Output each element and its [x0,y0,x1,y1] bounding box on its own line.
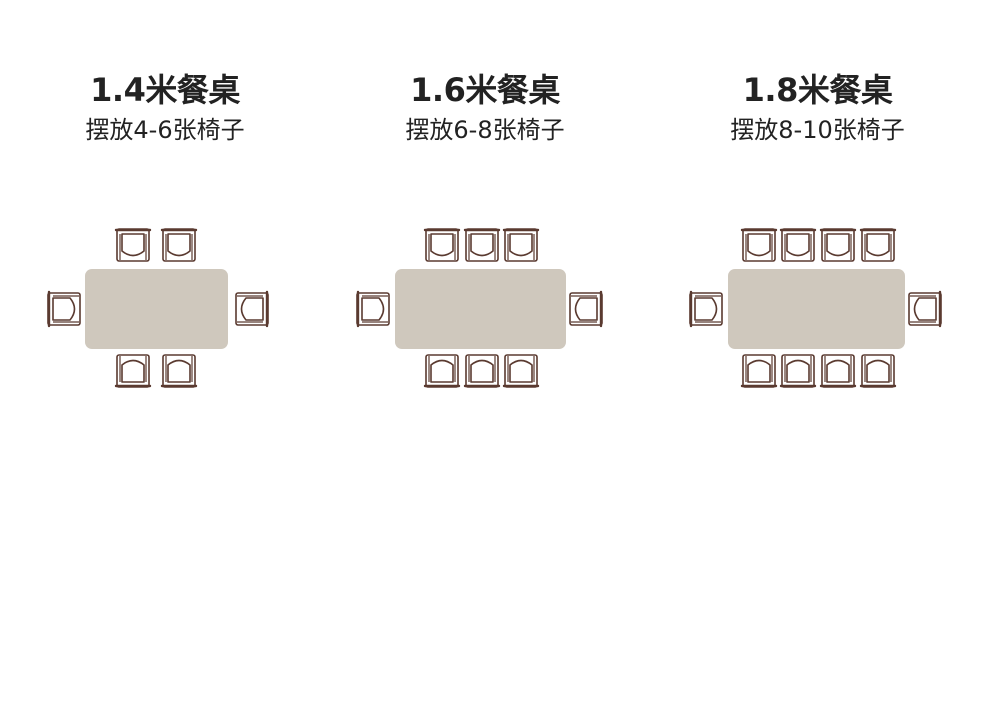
dining-table [395,269,566,349]
chair-top [463,228,501,262]
chair-top [859,228,897,262]
chair-top [114,228,152,262]
panel-1-6m: 1.6米餐桌 摆放6-8张椅子 [355,0,615,716]
dining-table [728,269,905,349]
chair-bottom [859,354,897,388]
chair-bottom [779,354,817,388]
chair-end-right [235,290,269,328]
chair-top [819,228,857,262]
dining-table [85,269,228,349]
chair-top [740,228,778,262]
table-layout-diagram [689,228,942,388]
table-layout-diagram [356,228,603,388]
chair-top [423,228,461,262]
panel-1-8m: 1.8米餐桌 摆放8-10张椅子 [685,0,950,716]
chair-top [160,228,198,262]
chair-end-right [908,290,942,328]
chair-end-left [689,290,723,328]
panel-1-4m: 1.4米餐桌 摆放4-6张椅子 [40,0,290,716]
table-layout-diagram [47,228,269,388]
panel-subtitle: 摆放8-10张椅子 [730,116,905,144]
panel-subtitle: 摆放4-6张椅子 [85,116,245,144]
chair-top [779,228,817,262]
chair-end-right [569,290,603,328]
chair-end-left [47,290,81,328]
chair-bottom [160,354,198,388]
chair-top [502,228,540,262]
chair-end-left [356,290,390,328]
panel-title: 1.4米餐桌 [90,71,240,109]
chair-bottom [114,354,152,388]
panel-title: 1.6米餐桌 [410,71,560,109]
chair-bottom [819,354,857,388]
chair-bottom [463,354,501,388]
chair-bottom [740,354,778,388]
panel-title: 1.8米餐桌 [742,71,893,109]
panel-subtitle: 摆放6-8张椅子 [405,116,565,144]
chair-bottom [423,354,461,388]
chair-bottom [502,354,540,388]
